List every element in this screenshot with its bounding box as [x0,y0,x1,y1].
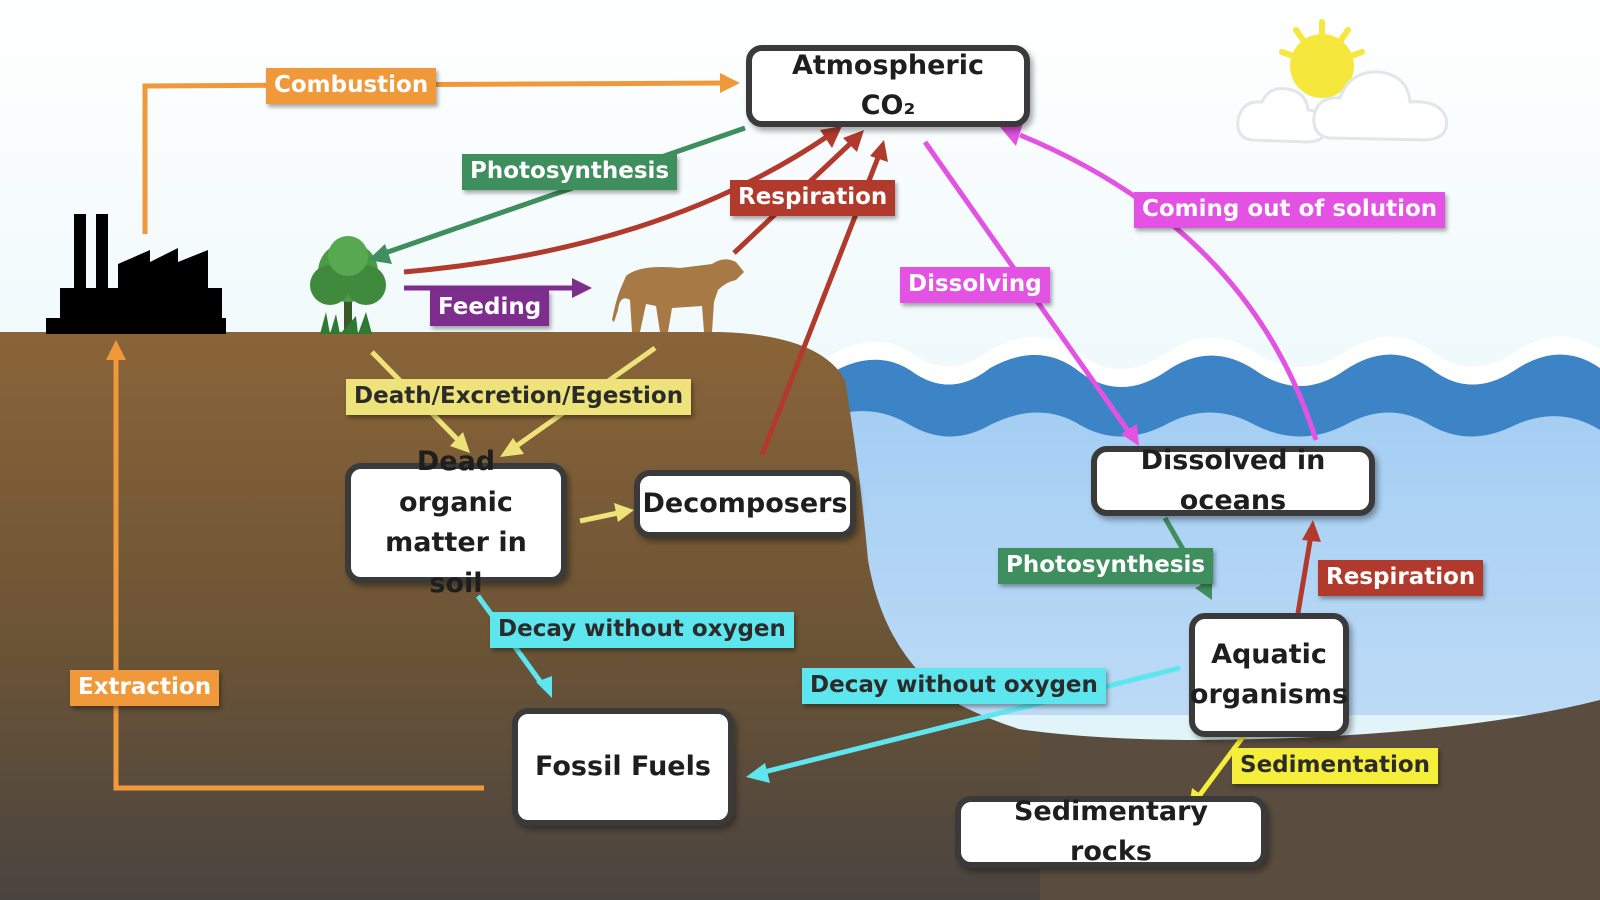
label-sedimentation: Sedimentation [1232,748,1439,784]
label-photosynthesis-ocean: Photosynthesis [998,548,1214,584]
ocean-wave-dark [820,354,1600,437]
ocean-wave-crest [820,336,1600,387]
node-atmospheric-co2: Atmospheric CO₂ [746,45,1030,127]
arrow-extraction [106,340,484,791]
node-decomposers: Decomposers [634,470,856,538]
arrow-coming-out [1000,123,1319,441]
arrow-decay-ocean [746,665,1181,783]
arrow-respiration-ocean [1295,520,1321,614]
label-feeding: Feeding [430,290,550,326]
sun-icon [1279,19,1365,98]
node-aquatic-organisms: Aquatic organisms [1189,613,1349,737]
cloud-icon [1236,70,1449,144]
label-decay-without-oxygen-land: Decay without oxygen [490,612,794,648]
label-respiration-land: Respiration [730,180,896,216]
factory-icon [46,214,226,334]
label-extraction: Extraction [70,670,220,706]
label-death-excretion-egestion: Death/Excretion/Egestion [346,379,692,415]
label-coming-out-of-solution: Coming out of solution [1134,192,1446,228]
arrow-respiration-plant [403,126,842,275]
label-respiration-ocean: Respiration [1318,560,1484,596]
label-decay-without-oxygen-ocean: Decay without oxygen [802,668,1106,704]
label-dissolving: Dissolving [900,267,1050,303]
label-photosynthesis-land: Photosynthesis [462,154,678,190]
arrow-dead-to-decomposers [579,503,634,524]
node-dead-organic-matter: Dead organic matter in soil [345,446,567,599]
arrow-feeding [404,278,592,298]
arrow-photosynthesis-land [368,125,746,264]
arrow-combustion [142,73,740,234]
cow-icon [612,259,744,332]
node-dissolved-in-oceans: Dissolved in oceans [1091,445,1375,516]
label-combustion: Combustion [266,68,437,104]
tree-icon [310,236,386,334]
node-fossil-fuels: Fossil Fuels [512,708,734,826]
node-sedimentary-rocks: Sedimentary rocks [955,796,1267,868]
